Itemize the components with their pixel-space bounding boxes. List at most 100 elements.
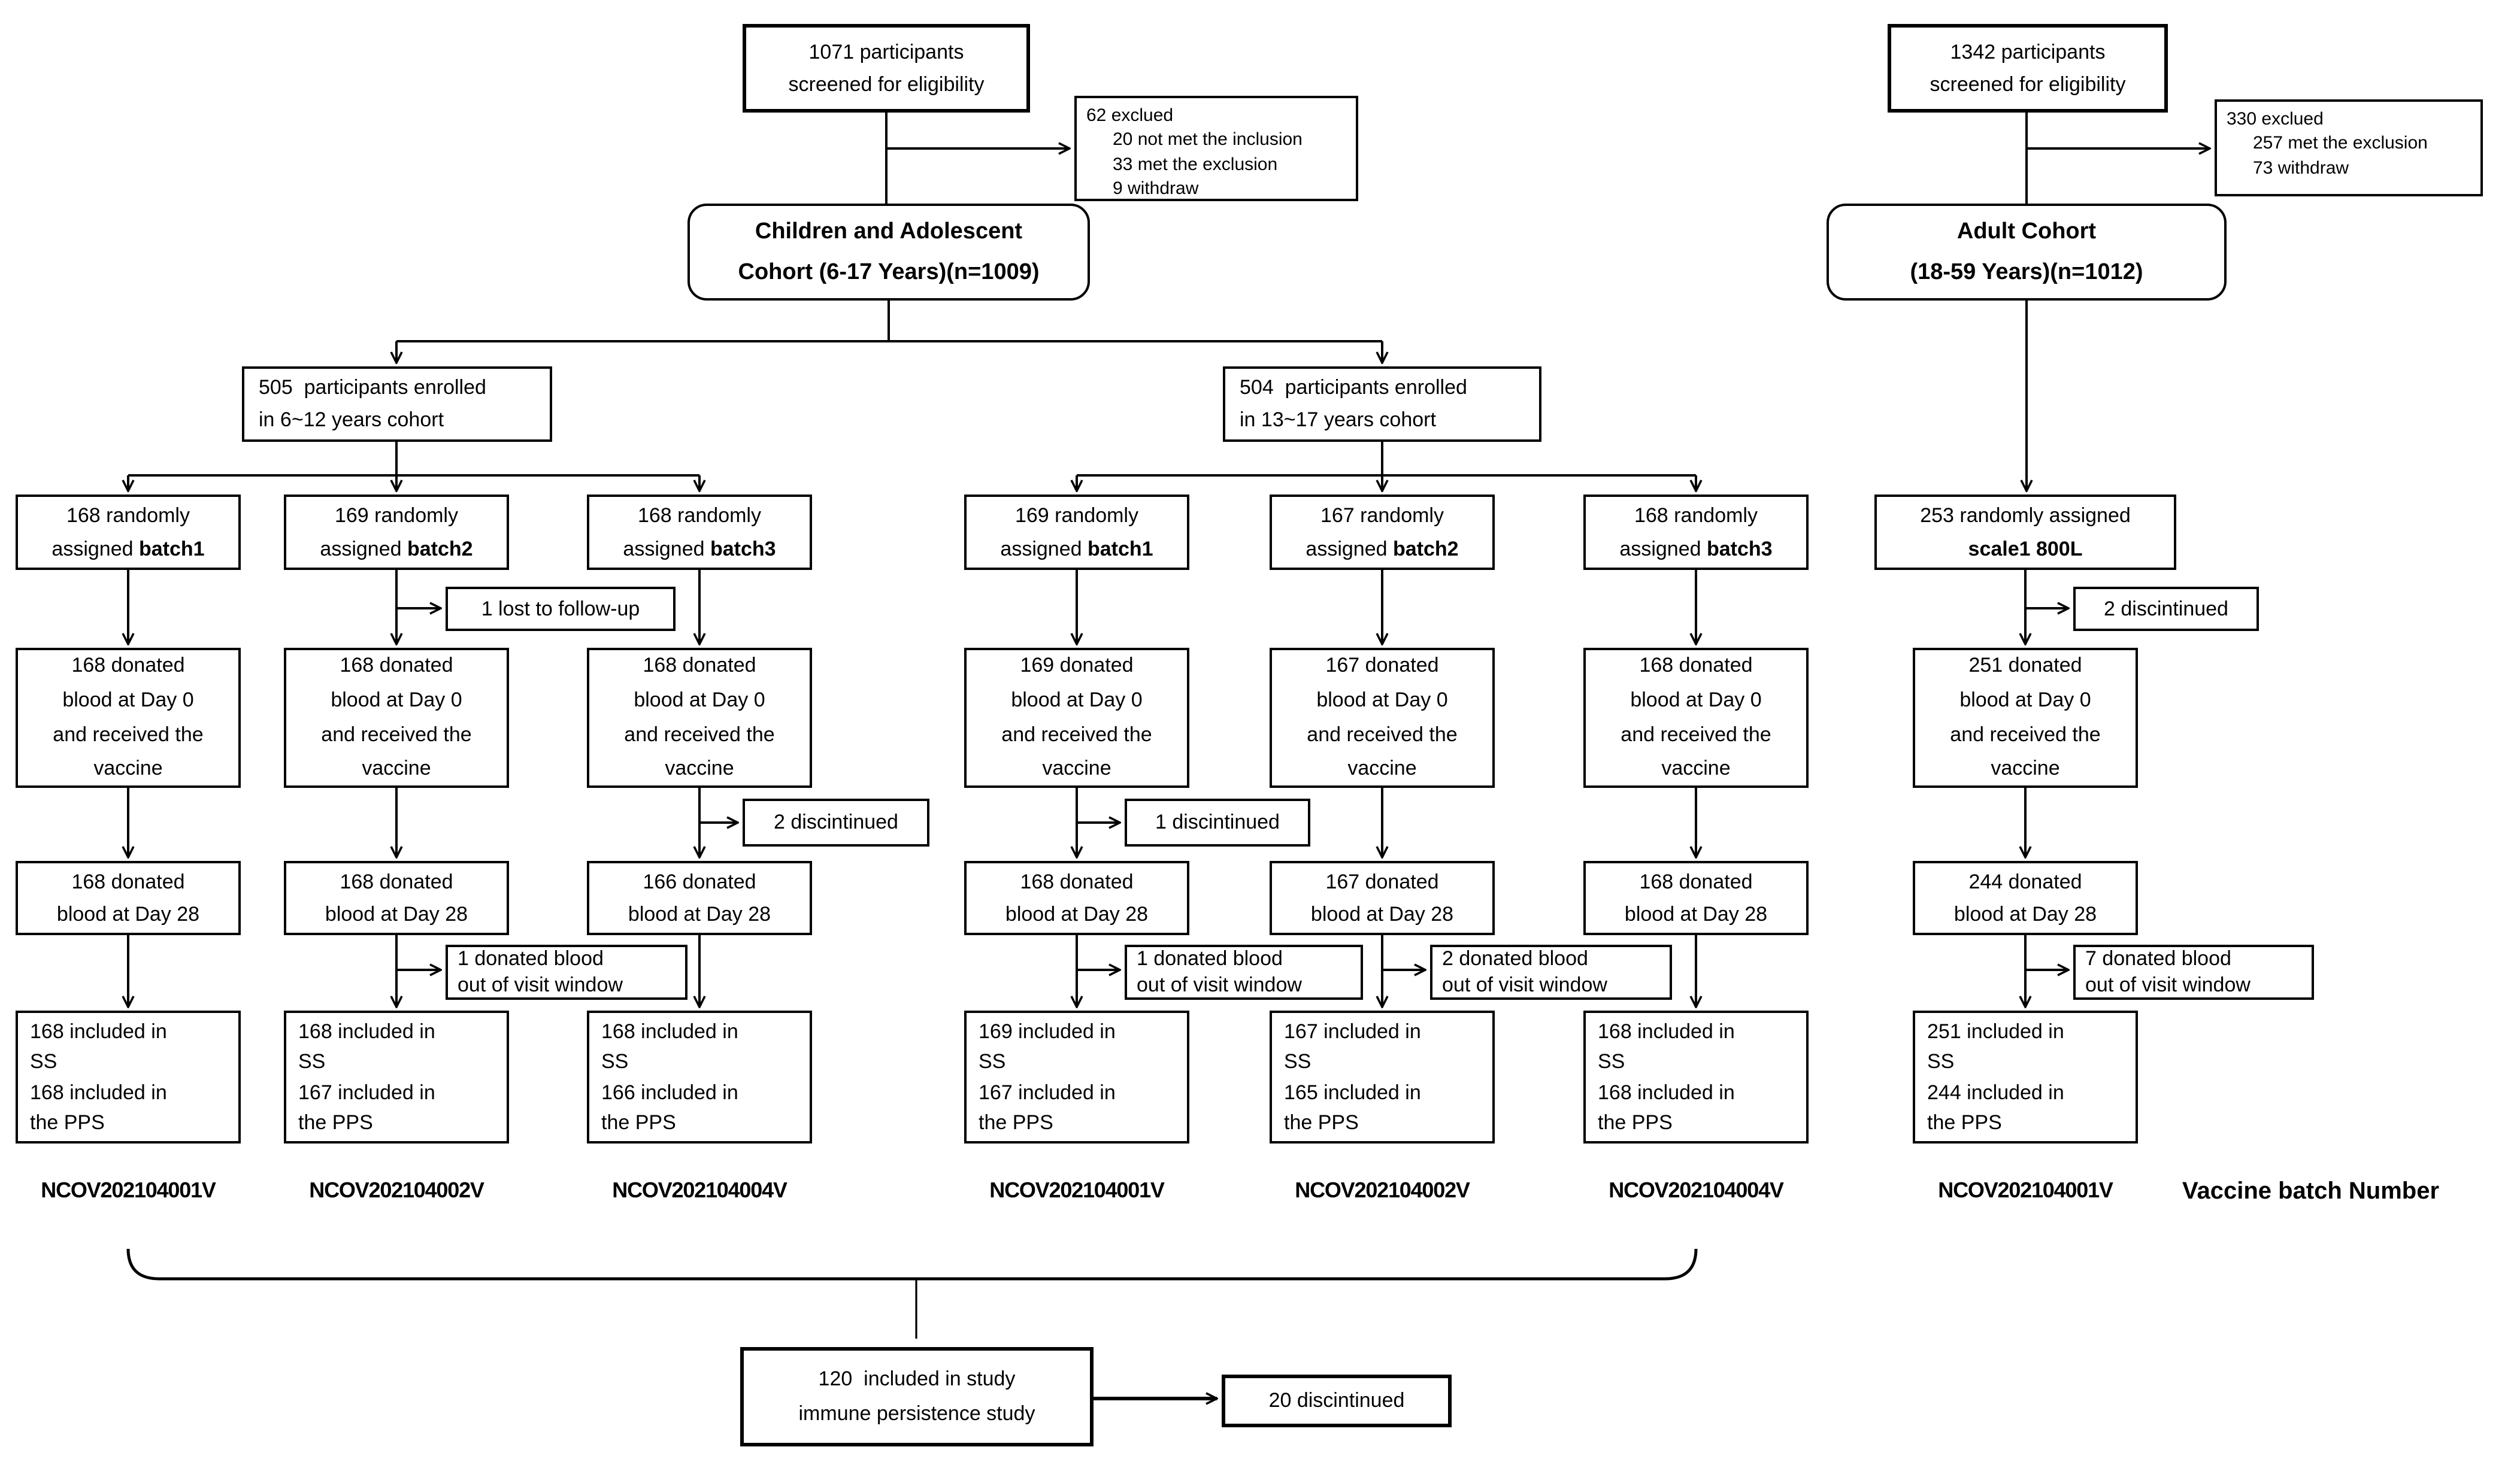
- text-line: 505 participants enrolled: [259, 376, 486, 399]
- text-line: 251 included in: [1927, 1020, 2064, 1042]
- day28-box: 244 donated blood at Day 28: [1913, 861, 2138, 935]
- text-line: 2 discintinued: [774, 811, 898, 834]
- text-line: immune persistence study: [798, 1402, 1035, 1424]
- batch-label: batch3: [1707, 537, 1773, 560]
- side-box-adult-discontinued: 2 discintinued: [2073, 587, 2259, 631]
- text-line: 167 donated: [1325, 870, 1439, 893]
- text-line: blood at Day 28: [56, 903, 200, 926]
- batch-label: batch3: [710, 537, 776, 560]
- enrolled-box-13-17: 504 participants enrolled in 13~17 years…: [1223, 366, 1541, 442]
- text-line: SS: [1284, 1050, 1312, 1073]
- text-line: 168 included in: [30, 1081, 167, 1103]
- day28-box: 168 donated blood at Day 28: [16, 861, 241, 935]
- excluded-box-children: 62 exclued 20 not met the inclusion 33 m…: [1074, 96, 1358, 201]
- brace: [126, 1248, 1698, 1281]
- side-box-lost-followup: 1 lost to follow-up: [446, 587, 676, 631]
- text-line: blood at Day 0: [62, 688, 194, 711]
- day28-box: 168 donated blood at Day 28: [284, 861, 509, 935]
- text-line: out of visit window: [1137, 973, 1302, 996]
- analysis-box: 251 included in SS 244 included in the P…: [1913, 1011, 2138, 1143]
- text-line: 7 donated blood: [2085, 947, 2231, 970]
- persistence-box: 120 included in study immune persistence…: [740, 1347, 1094, 1446]
- text-line: blood at Day 28: [628, 903, 771, 926]
- text-line: SS: [601, 1050, 629, 1073]
- batch-number-label: NCOV202104001V: [1938, 1178, 2113, 1202]
- text-line: 166 donated: [643, 870, 756, 893]
- text-line: 2 donated blood: [1442, 947, 1588, 970]
- day0-box: 167 donated blood at Day 0 and received …: [1270, 648, 1495, 788]
- batch-label: batch1: [139, 537, 205, 560]
- text-line: blood at Day 28: [1953, 903, 2097, 926]
- text-line: screened for eligibility: [788, 73, 985, 96]
- text-line: assigned batch1: [1000, 537, 1153, 560]
- text-line: assigned batch2: [320, 537, 473, 560]
- text-line: 168 randomly: [637, 504, 761, 527]
- text-line: blood at Day 0: [1316, 688, 1448, 711]
- assigned-box: 169 randomly assigned batch1: [964, 495, 1189, 570]
- excluded-item: 20 not met the inclusion: [1113, 129, 1303, 150]
- text-line: 166 included in: [601, 1081, 738, 1103]
- text-line: 168 donated: [340, 870, 453, 893]
- text-line: the PPS: [30, 1111, 105, 1134]
- text-line: and received the: [1950, 723, 2101, 745]
- text-line: out of visit window: [1442, 973, 1607, 996]
- text-line: vaccine: [1661, 757, 1731, 780]
- day0-box: 168 donated blood at Day 0 and received …: [284, 648, 509, 788]
- assigned-box: 169 randomly assigned batch2: [284, 495, 509, 570]
- text-line: 244 included in: [1927, 1081, 2064, 1103]
- text-line: 167 included in: [979, 1081, 1116, 1103]
- text-line: 253 randomly assigned: [1920, 504, 2131, 527]
- excluded-item: 33 met the exclusion: [1113, 154, 1278, 174]
- assigned-box: 168 randomly assigned batch1: [16, 495, 241, 570]
- batch-label: batch2: [1393, 537, 1459, 560]
- cohort-title: Adult Cohort: [1956, 219, 2097, 245]
- cohort-title: Children and Adolescent: [755, 219, 1023, 245]
- text-line: SS: [1927, 1050, 1955, 1073]
- text-line: and received the: [321, 723, 472, 745]
- text-line: scale1 800L: [1968, 532, 2083, 565]
- text-line: and received the: [53, 723, 204, 745]
- text-line: blood at Day 0: [331, 688, 462, 711]
- text-line: blood at Day 0: [1630, 688, 1762, 711]
- enrolled-box-6-12: 505 participants enrolled in 6~12 years …: [242, 366, 552, 442]
- batch-label: batch1: [1088, 537, 1153, 560]
- batch-number-label: NCOV202104001V: [41, 1178, 216, 1202]
- text-line: 168 donated: [71, 870, 185, 893]
- text-line: SS: [1598, 1050, 1625, 1073]
- vaccine-batch-number-label: Vaccine batch Number: [2182, 1178, 2440, 1205]
- text-line: 167 donated: [1325, 653, 1439, 677]
- text-line: 1 donated blood: [1137, 947, 1283, 970]
- excluded-item: 257 met the exclusion: [2253, 133, 2428, 154]
- day0-box: 168 donated blood at Day 0 and received …: [1583, 648, 1809, 788]
- excluded-item: 73 withdraw: [2253, 157, 2349, 178]
- text-line: the PPS: [1927, 1111, 2002, 1134]
- text-line: 120 included in study: [818, 1367, 1016, 1390]
- text-line: 1342 participants: [1950, 40, 2106, 63]
- excluded-box-adult: 330 exclued 257 met the exclusion 73 wit…: [2215, 99, 2483, 196]
- day28-box: 166 donated blood at Day 28: [587, 861, 812, 935]
- text-line: 169 randomly: [334, 504, 458, 527]
- batch-number-label: NCOV202104004V: [612, 1178, 788, 1202]
- analysis-box: 168 included in SS 167 included in the P…: [284, 1011, 509, 1143]
- text-line: blood at Day 28: [1310, 903, 1454, 926]
- text-line: SS: [30, 1050, 57, 1073]
- text-line: the PPS: [1598, 1111, 1673, 1134]
- text-line: vaccine: [93, 757, 163, 780]
- text-line: 167 included in: [1284, 1020, 1421, 1042]
- day0-box: 251 donated blood at Day 0 and received …: [1913, 648, 2138, 788]
- batch-label: batch2: [407, 537, 473, 560]
- text-line: 167 randomly: [1320, 504, 1444, 527]
- text-line: 244 donated: [1968, 870, 2082, 893]
- text-line: assigned batch2: [1306, 537, 1459, 560]
- side-box-window-adult: 7 donated blood out of visit window: [2073, 945, 2314, 1000]
- text-line: the PPS: [601, 1111, 676, 1134]
- text-line: 168 included in: [298, 1020, 435, 1042]
- text-line: vaccine: [1042, 757, 1111, 780]
- day0-box: 168 donated blood at Day 0 and received …: [587, 648, 812, 788]
- batch-label: scale1 800L: [1968, 537, 2083, 560]
- batch-number-label: NCOV202104002V: [309, 1178, 484, 1202]
- text-line: 168 donated: [1639, 870, 1753, 893]
- text-line: blood at Day 0: [1959, 688, 2091, 711]
- text-line: blood at Day 28: [1005, 903, 1149, 926]
- text-line: 165 included in: [1284, 1081, 1421, 1103]
